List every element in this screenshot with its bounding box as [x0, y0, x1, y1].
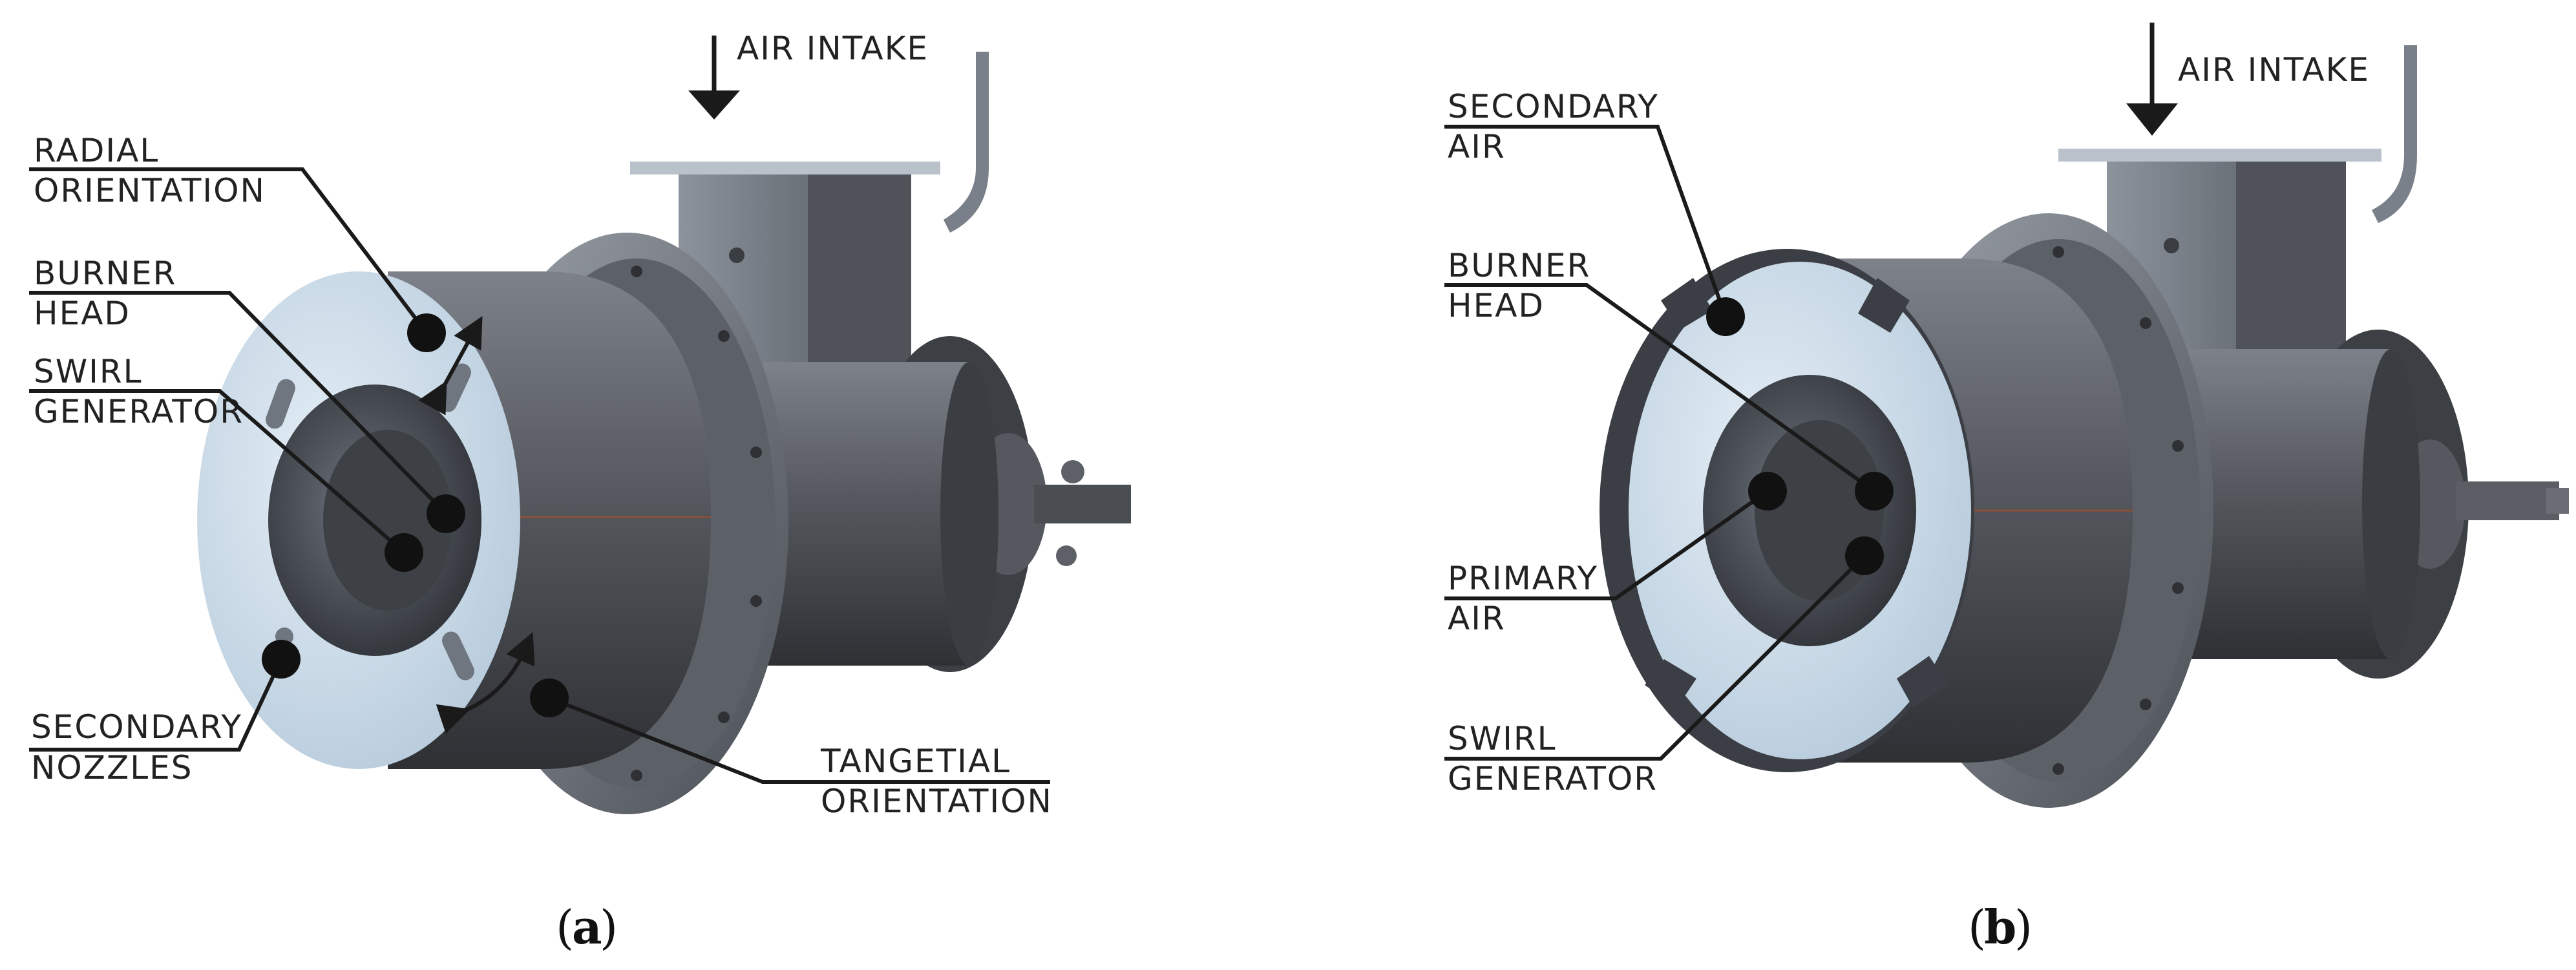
secondary-air-label-line1: SECONDARY [1448, 88, 1659, 125]
primary-air-label-line2: AIR [1448, 600, 1506, 637]
tangential-label-line2: ORIENTATION [821, 783, 1053, 820]
secondary-air-callout: SECONDARY AIR [1444, 88, 1745, 336]
swirl-generator-callout-b: SWIRL GENERATOR [1444, 536, 1884, 797]
burner-head-label-a-line2: HEAD [34, 295, 131, 332]
radial-label-line1: RADIAL [34, 132, 159, 169]
burner-head-callout-b: BURNER HEAD [1444, 247, 1894, 511]
burner-head-label-a-line1: BURNER [34, 255, 176, 292]
caption-a-letter: a [572, 900, 602, 954]
tangential-label-line1: TANGETIAL [820, 743, 1011, 780]
caption-b-open: ( [1968, 900, 1986, 954]
burner-head-label-b-line1: BURNER [1448, 247, 1590, 284]
radial-orientation-callout: RADIAL ORIENTATION [29, 132, 483, 416]
swirl-label-b-line1: SWIRL [1448, 720, 1557, 757]
swirl-label-a-line2: GENERATOR [34, 393, 244, 430]
panel-a: AIR INTAKE RADIAL ORIENTATION BURNER HEA… [29, 30, 1131, 954]
air-intake-arrow-a [688, 36, 740, 120]
secondary-nozzles-label-line1: SECONDARY [31, 708, 242, 746]
secondary-nozzles-callout: SECONDARY NOZZLES [29, 640, 301, 786]
swirl-generator-callout-a: SWIRL GENERATOR [29, 353, 423, 572]
secondary-air-label-line2: AIR [1448, 128, 1506, 165]
burner-body-a [763, 362, 998, 666]
burner-body-b [2184, 349, 2420, 659]
caption-a-open: ( [556, 900, 574, 954]
air-intake-label-b: AIR INTAKE [2178, 51, 2370, 89]
caption-a-close: ) [600, 900, 618, 954]
primary-air-label-line1: PRIMARY [1448, 560, 1598, 597]
tangential-orientation-callout: TANGETIAL ORIENTATION [436, 632, 1053, 820]
caption-b-letter: b [1984, 900, 2016, 954]
panel-b: AIR INTAKE SECONDARY AIR BURNER HEAD PRI… [1444, 23, 2569, 954]
secondary-nozzles-label-line2: NOZZLES [31, 749, 193, 786]
burner-head-callout-a: BURNER HEAD [29, 255, 465, 533]
front-face-a [197, 271, 520, 769]
radial-label-line2: ORIENTATION [34, 172, 266, 209]
air-intake-arrow-b [2126, 23, 2178, 136]
caption-b-close: ) [2014, 900, 2032, 954]
swirl-label-a-line1: SWIRL [34, 353, 143, 390]
air-intake-label-a: AIR INTAKE [737, 30, 929, 67]
primary-air-callout: PRIMARY AIR [1444, 472, 1787, 637]
swirl-label-b-line2: GENERATOR [1448, 760, 1658, 797]
burner-head-label-b-line2: HEAD [1448, 287, 1545, 324]
front-face-b [1629, 262, 1971, 759]
